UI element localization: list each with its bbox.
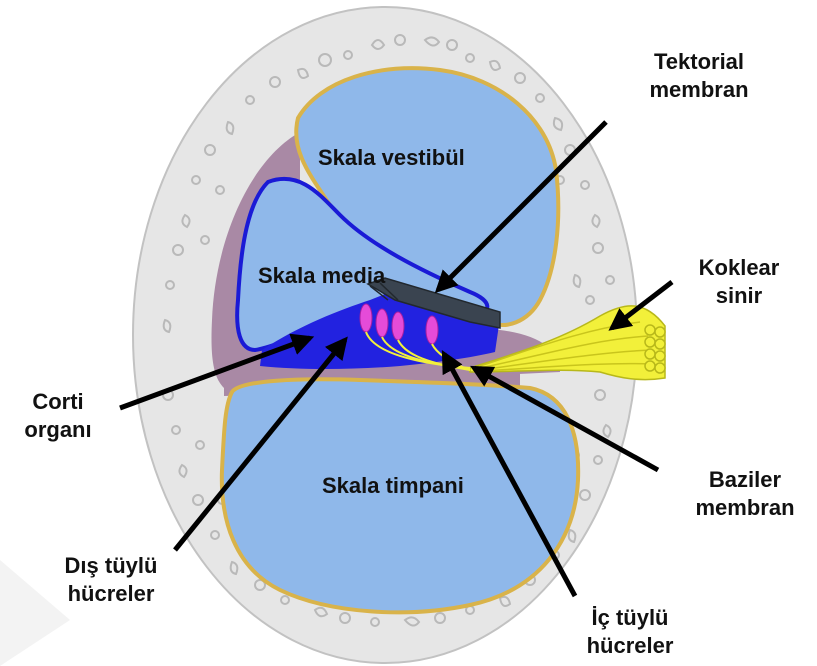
label-skala-media: Skala media xyxy=(258,262,385,290)
label-ic-tuylu-hucreler-line2: hücreler xyxy=(560,632,700,660)
label-dis-tuylu-hucreler-line1: Dış tüylü xyxy=(36,552,186,580)
label-baziler-membran: Baziler membran xyxy=(676,466,814,522)
label-koklear-sinir: Koklear sinir xyxy=(676,254,802,310)
inner-hair-cell xyxy=(426,316,438,344)
outer-hair-cell xyxy=(360,304,372,332)
label-skala-timpani: Skala timpani xyxy=(322,472,464,500)
label-corti-organi-line2: organı xyxy=(8,416,108,444)
label-ic-tuylu-hucreler-line1: İç tüylü xyxy=(560,604,700,632)
label-koklear-sinir-line2: sinir xyxy=(676,282,802,310)
label-tektorial-membran-line2: membran xyxy=(624,76,774,104)
label-corti-organi: Corti organı xyxy=(8,388,108,444)
label-ic-tuylu-hucreler: İç tüylü hücreler xyxy=(560,604,700,660)
label-dis-tuylu-hucreler: Dış tüylü hücreler xyxy=(36,552,186,608)
outer-hair-cell xyxy=(376,309,388,337)
outer-hair-cell xyxy=(392,312,404,340)
label-koklear-sinir-line1: Koklear xyxy=(676,254,802,282)
label-tektorial-membran: Tektorial membran xyxy=(624,48,774,104)
label-dis-tuylu-hucreler-line2: hücreler xyxy=(36,580,186,608)
label-corti-organi-line1: Corti xyxy=(8,388,108,416)
label-tektorial-membran-line1: Tektorial xyxy=(624,48,774,76)
label-baziler-membran-line1: Baziler xyxy=(676,466,814,494)
label-skala-vestibul: Skala vestibül xyxy=(318,144,465,172)
label-baziler-membran-line2: membran xyxy=(676,494,814,522)
